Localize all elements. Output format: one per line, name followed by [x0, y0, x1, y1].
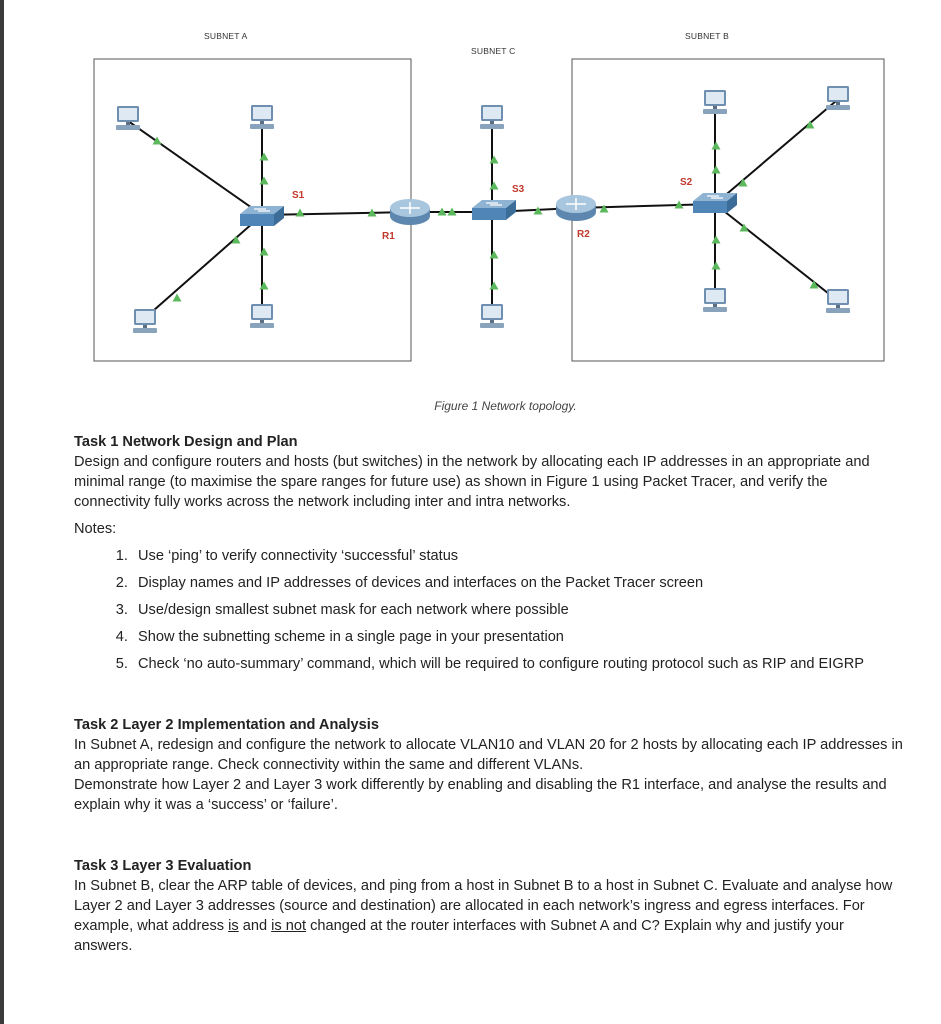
task2-section: Task 2 Layer 2 Implementation and Analys… — [74, 715, 904, 815]
notes-label: Notes: — [74, 521, 117, 537]
pc-icon — [480, 304, 504, 328]
switch-icon — [692, 192, 738, 214]
task1-title: Task 1 Network Design and Plan — [74, 434, 298, 450]
router-icon — [389, 198, 431, 226]
task3-underlined-is: is — [228, 918, 239, 934]
note-item: Display names and IP addresses of device… — [132, 573, 904, 593]
pc-icon — [703, 90, 727, 114]
task3-section: Task 3 Layer 3 Evaluation In Subnet B, c… — [74, 856, 904, 956]
topology-diagram — [93, 58, 885, 362]
switch-s2-label: S2 — [680, 177, 693, 188]
switch-s1-label: S1 — [292, 190, 305, 201]
switch-s3-label: S3 — [512, 184, 525, 195]
switch-icon — [239, 205, 285, 227]
note-item: Use/design smallest subnet mask for each… — [132, 600, 904, 620]
figure-caption: Figure 1 Network topology. — [434, 399, 577, 413]
subnet-a-label: SUBNET A — [204, 31, 248, 41]
subnet-c-label: SUBNET C — [471, 46, 516, 56]
task3-text-part1: In Subnet B, clear the ARP table of devi… — [74, 878, 893, 934]
page-left-edge — [0, 0, 4, 1024]
task3-title: Task 3 Layer 3 Evaluation — [74, 858, 252, 874]
task3-text-part3: changed at the router interfaces with Su… — [74, 918, 844, 954]
pc-icon — [133, 309, 157, 333]
task1-body: Design and configure routers and hosts (… — [74, 454, 870, 510]
task3-text-part2: and — [238, 918, 272, 934]
task2-title: Task 2 Layer 2 Implementation and Analys… — [74, 717, 379, 733]
note-item: Use ‘ping’ to verify connectivity ‘succe… — [132, 546, 904, 566]
task2-paragraph-1: In Subnet A, redesign and configure the … — [74, 737, 903, 773]
pc-icon — [826, 86, 850, 110]
router-icon — [555, 194, 597, 222]
note-item: Check ‘no auto-summary’ command, which w… — [132, 654, 904, 674]
task3-underlined-is-not: is not — [271, 918, 307, 934]
network-topology-figure: SUBNET A SUBNET C SUBNET B S1 S3 S2 R1 R… — [0, 0, 941, 430]
pc-icon — [703, 288, 727, 312]
pc-icon — [116, 106, 140, 130]
pc-icon — [250, 304, 274, 328]
switch-icon — [471, 199, 517, 221]
assignment-document: Task 1 Network Design and Plan Design an… — [74, 432, 904, 956]
pc-icon — [826, 289, 850, 313]
note-item: Show the subnetting scheme in a single p… — [132, 627, 904, 647]
router-r1-label: R1 — [382, 231, 395, 242]
subnet-b-label: SUBNET B — [685, 31, 729, 41]
pc-icon — [480, 105, 504, 129]
pc-icon — [250, 105, 274, 129]
router-r2-label: R2 — [577, 229, 590, 240]
task1-section: Task 1 Network Design and Plan Design an… — [74, 432, 904, 674]
task3-paragraph: In Subnet B, clear the ARP table of devi… — [74, 876, 904, 956]
notes-list: Use ‘ping’ to verify connectivity ‘succe… — [74, 546, 904, 674]
task2-paragraph-2: Demonstrate how Layer 2 and Layer 3 work… — [74, 777, 887, 813]
